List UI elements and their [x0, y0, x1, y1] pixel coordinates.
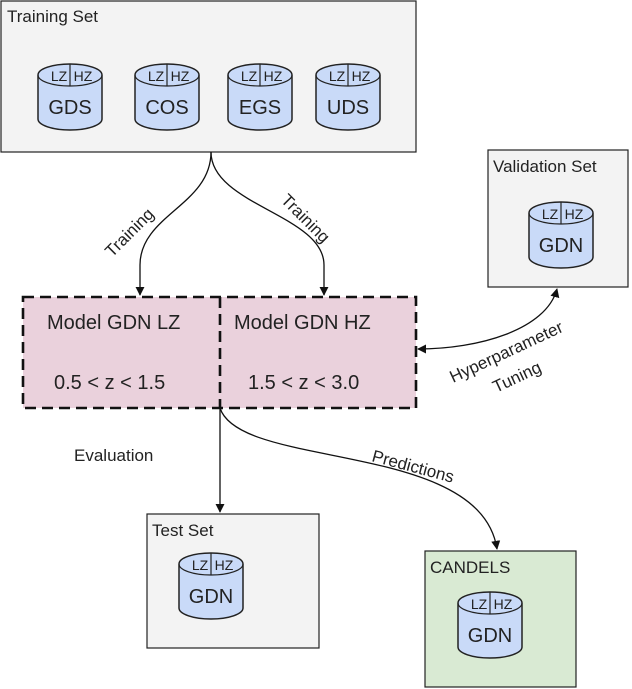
model-hz-title: Model GDN HZ: [234, 312, 371, 334]
test-set-title: Test Set: [152, 521, 214, 540]
validation-set-title: Validation Set: [493, 157, 597, 176]
training-label-left: Training: [101, 204, 157, 260]
model-lz-title: Model GDN LZ: [47, 312, 180, 334]
cylinder-label-lz: LZ: [51, 68, 68, 84]
cylinder-name: COS: [145, 97, 188, 119]
training-set-title: Training Set: [7, 7, 98, 26]
dataset-cylinder-test-gdn: LZ HZ GDN: [178, 552, 244, 620]
cylinder-label-hz: HZ: [352, 68, 371, 84]
cylinder-label-hz: HZ: [74, 68, 93, 84]
cylinder-label-lz: LZ: [329, 68, 346, 84]
cylinder-label-lz: LZ: [148, 68, 165, 84]
predictions-arrow: [219, 407, 501, 550]
hyperparameter-arrow: [417, 288, 560, 354]
dataset-cylinder-egs: LZ HZ EGS: [227, 63, 293, 131]
dataset-cylinder-gds: LZ HZ GDS: [37, 63, 103, 131]
evaluation-label: Evaluation: [74, 446, 153, 465]
cylinder-name: GDN: [468, 625, 512, 647]
cylinder-label-hz: HZ: [215, 557, 234, 573]
cylinder-name: EGS: [239, 97, 281, 119]
cylinder-label-hz: HZ: [264, 68, 283, 84]
cylinder-name: GDN: [539, 235, 583, 257]
training-label-right: Training: [277, 190, 333, 246]
dataset-cylinder-validation-gdn: LZ HZ GDN: [528, 201, 594, 269]
cylinder-name: UDS: [327, 97, 369, 119]
cylinder-label-hz: HZ: [171, 68, 190, 84]
model-hz-range: 1.5 < z < 3.0: [248, 372, 359, 394]
dataset-cylinder-uds: LZ HZ UDS: [315, 63, 381, 131]
cylinder-label-lz: LZ: [471, 596, 488, 612]
cylinder-label-lz: LZ: [192, 557, 209, 573]
cylinder-name: GDS: [48, 97, 91, 119]
model-box: Model GDN LZ 0.5 < z < 1.5 Model GDN HZ …: [21, 295, 418, 410]
dataset-cylinder-candels-gdn: LZ HZ GDN: [457, 591, 523, 659]
training-arrow-right: [210, 151, 329, 296]
training-arrow-left: [135, 151, 212, 296]
model-lz-range: 0.5 < z < 1.5: [54, 372, 165, 394]
cylinder-label-lz: LZ: [241, 68, 258, 84]
dataset-cylinder-cos: LZ HZ COS: [134, 63, 200, 131]
cylinder-label-hz: HZ: [494, 596, 513, 612]
cylinder-name: GDN: [189, 586, 233, 608]
cylinder-label-lz: LZ: [542, 206, 559, 222]
candels-title: CANDELS: [430, 558, 510, 577]
predictions-label: Predictions: [370, 447, 456, 487]
cylinder-label-hz: HZ: [565, 206, 584, 222]
